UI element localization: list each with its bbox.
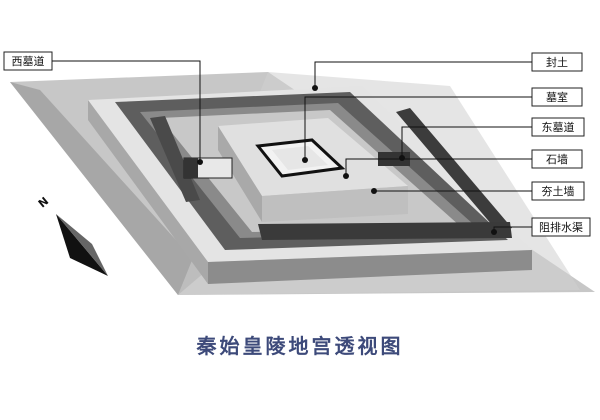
dot-rammed-earth-wall xyxy=(371,188,377,194)
inner-platform-front xyxy=(262,186,408,222)
leader-tomb-chamber xyxy=(304,96,532,160)
label-mound: 封土 xyxy=(531,52,583,72)
west-passage-dark xyxy=(184,158,198,178)
drainage-wall xyxy=(258,222,512,240)
label-tomb-chamber: 墓室 xyxy=(531,87,583,107)
chamber-inner xyxy=(272,146,328,170)
west-vertical-wall xyxy=(150,116,200,202)
leader-east-passage xyxy=(401,126,532,158)
leader-west-passage xyxy=(52,60,201,162)
leader-mound xyxy=(314,61,532,88)
diagram-caption: 秦始皇陵地宫透视图 xyxy=(196,334,404,358)
east-diagonal-wall xyxy=(396,108,512,232)
dot-stone-wall xyxy=(343,173,349,179)
dot-drainage-channel xyxy=(491,229,497,235)
label-drainage-channel: 阻排水渠 xyxy=(531,217,591,237)
label-mound-text: 封土 xyxy=(546,55,568,69)
label-stone-wall-text: 石墙 xyxy=(546,152,568,166)
label-stone-wall: 石墙 xyxy=(531,149,583,169)
dot-mound xyxy=(312,85,318,91)
ground-plane-edge xyxy=(10,82,205,295)
dot-tomb-chamber xyxy=(302,157,308,163)
label-rammed-earth-wall-text: 夯土墙 xyxy=(542,184,575,198)
outer-platform-left xyxy=(88,100,208,284)
label-east-passage-text: 东墓道 xyxy=(542,120,575,134)
north-compass-icon: N xyxy=(36,195,108,276)
dot-west-passage xyxy=(197,159,203,165)
label-east-passage: 东墓道 xyxy=(531,117,585,137)
inner-platform-left xyxy=(218,126,262,222)
outer-platform-front xyxy=(208,250,532,284)
label-rammed-earth-wall: 夯土墙 xyxy=(531,181,585,201)
leader-stone-wall xyxy=(345,158,532,176)
label-tomb-chamber-text: 墓室 xyxy=(546,90,568,104)
dot-east-passage xyxy=(399,155,405,161)
label-west-passage: 西墓道 xyxy=(3,51,53,71)
label-west-passage-text: 西墓道 xyxy=(12,54,45,68)
label-drainage-channel-text: 阻排水渠 xyxy=(539,220,583,234)
compass-letter: N xyxy=(36,195,51,211)
